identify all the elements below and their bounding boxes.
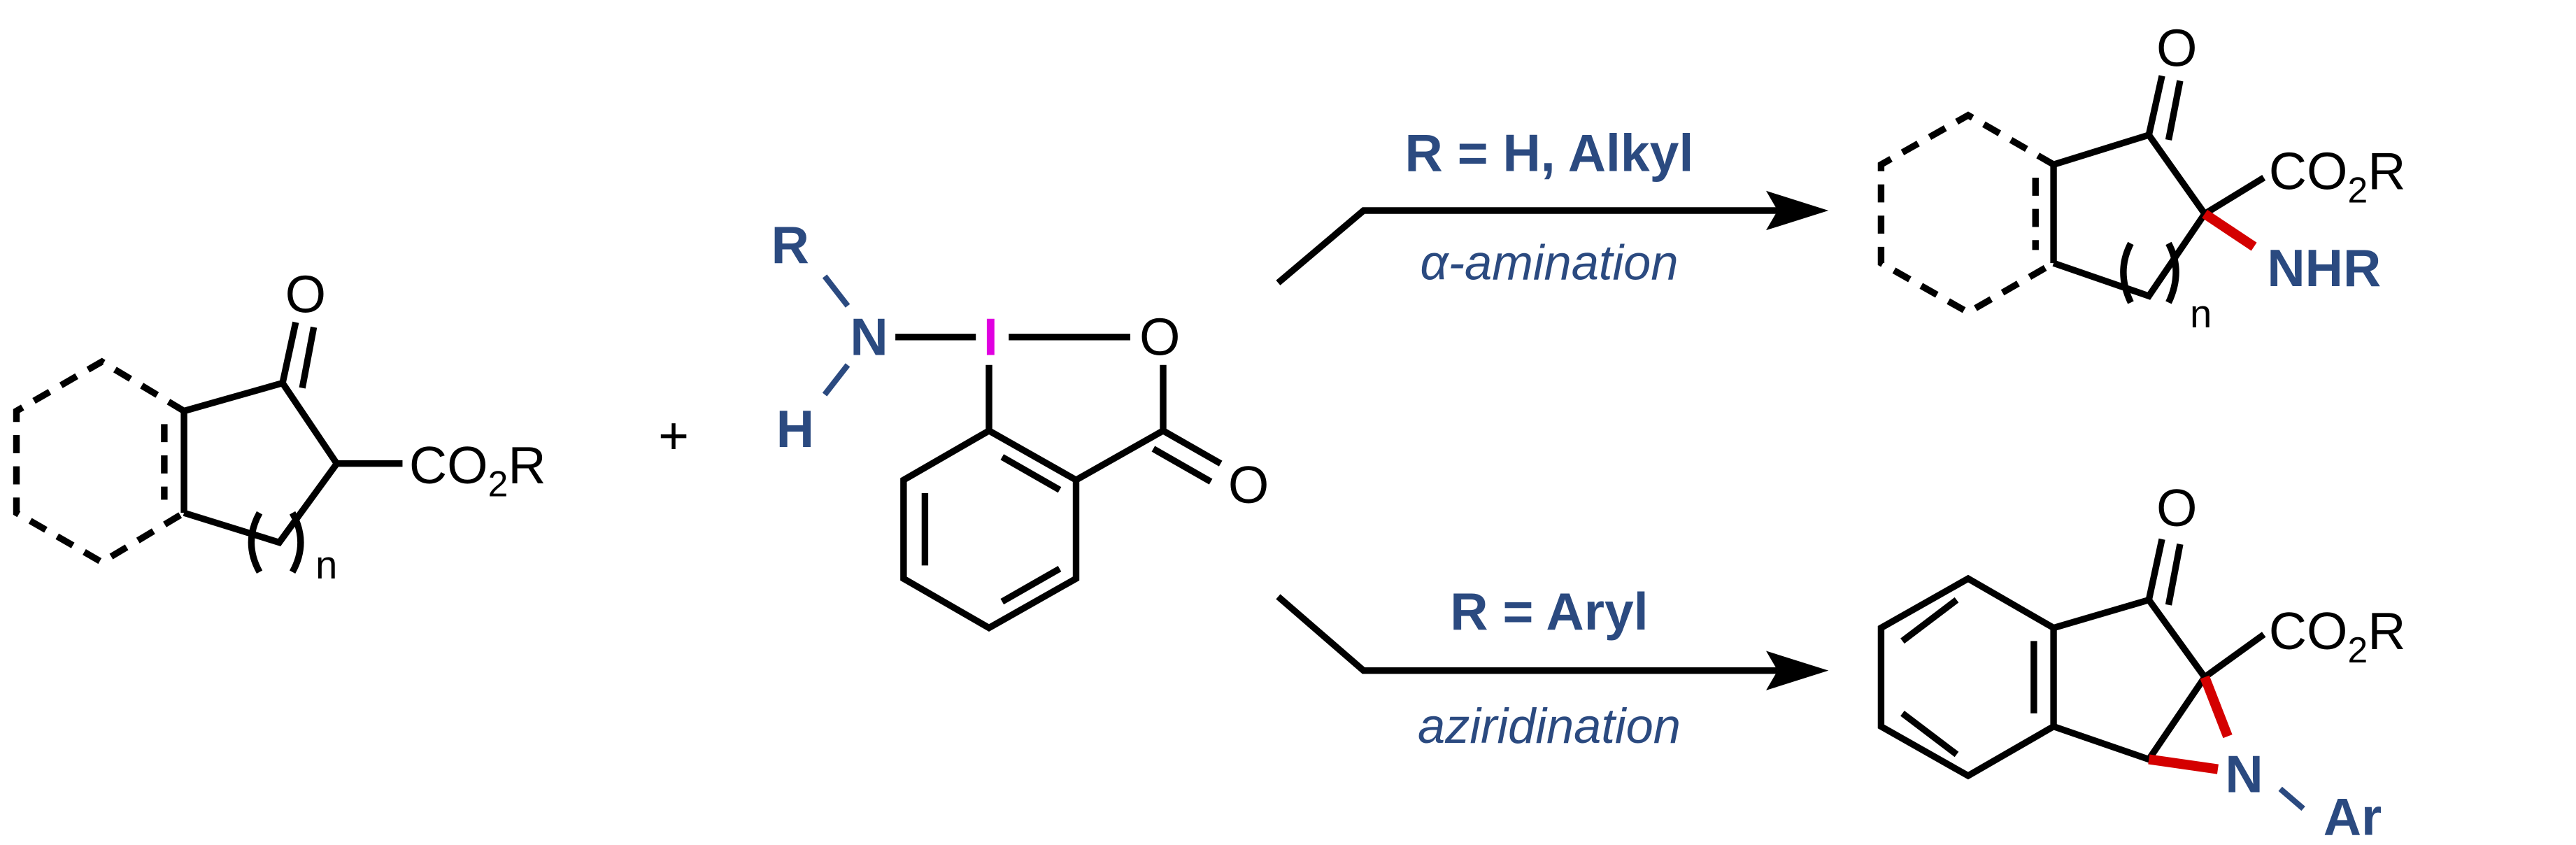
ester-group: CO2R bbox=[2269, 602, 2406, 670]
bottom-reaction-arrow: R = Aryl aziridination bbox=[1276, 582, 1829, 753]
top-condition: R = H, Alkyl bbox=[1405, 124, 1694, 183]
ring-size-index: n bbox=[315, 543, 337, 587]
nitrogen-label: N bbox=[850, 308, 888, 367]
carbonyl-oxygen: O bbox=[2156, 478, 2197, 537]
carbonyl-oxygen: O bbox=[1228, 455, 1269, 514]
carbonyl-oxygen: O bbox=[285, 265, 326, 324]
carbonyl-oxygen: O bbox=[2156, 18, 2197, 77]
aziridination-product: O CO2R N Ar bbox=[1877, 478, 2406, 845]
iodine-label: I bbox=[983, 308, 998, 367]
ester-group: CO2R bbox=[409, 436, 546, 504]
amine-group: NHR bbox=[2267, 239, 2381, 297]
plus-sign: + bbox=[658, 406, 689, 465]
bottom-reaction-label: aziridination bbox=[1418, 698, 1681, 753]
ring-size-index: n bbox=[2190, 292, 2212, 336]
ester-group: CO2R bbox=[2269, 141, 2406, 210]
aryl-group: Ar bbox=[2324, 788, 2382, 845]
amination-product: O CO2R NHR n bbox=[1877, 18, 2406, 336]
r-label: R bbox=[771, 215, 809, 274]
hydrogen-label: H bbox=[776, 399, 814, 458]
top-reaction-arrow: R = H, Alkyl α-amination bbox=[1276, 124, 1829, 290]
ring-oxygen: O bbox=[1139, 308, 1180, 367]
aziridine-nitrogen: N bbox=[2225, 744, 2263, 803]
reactant-indanone: O CO2R n bbox=[13, 265, 546, 587]
hypervalent-iodine-reagent: R N H I O O bbox=[771, 215, 1269, 632]
top-reaction-label: α-amination bbox=[1420, 235, 1678, 290]
bottom-condition: R = Aryl bbox=[1450, 582, 1648, 641]
